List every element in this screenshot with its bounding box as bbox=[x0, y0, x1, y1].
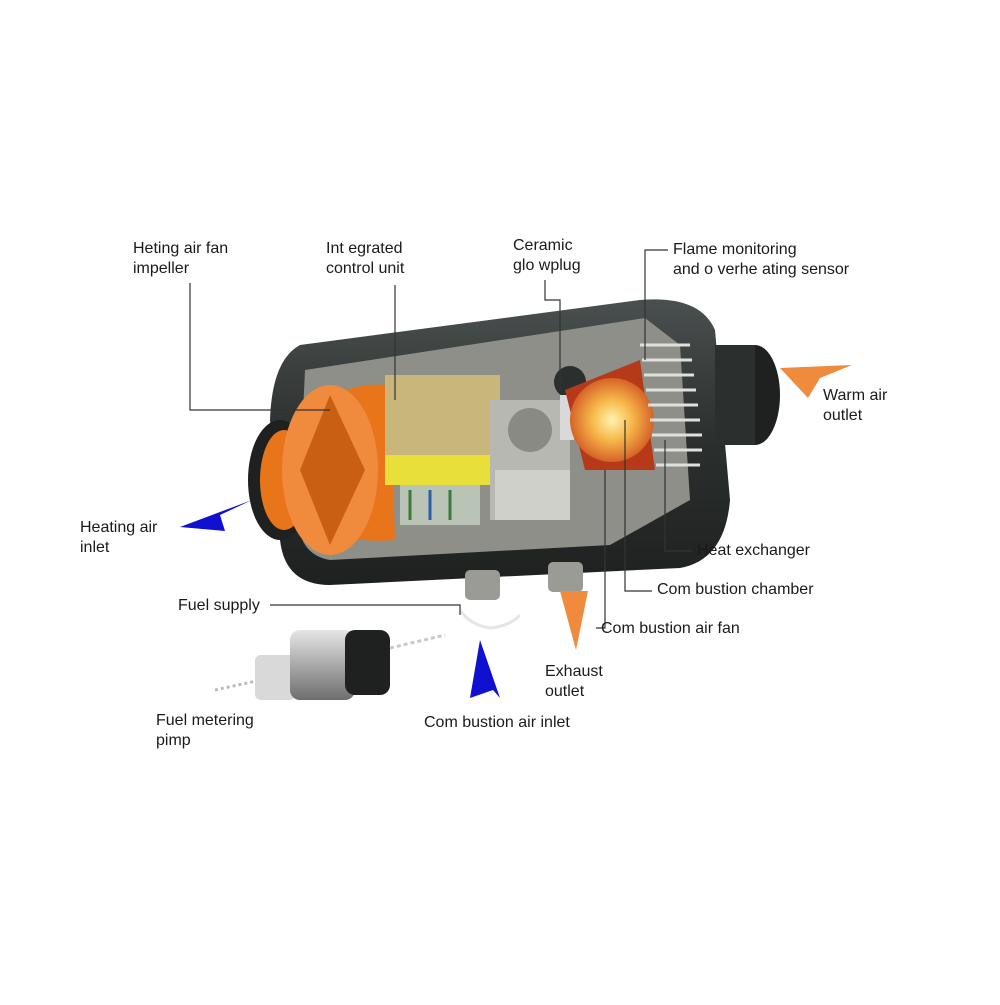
combustion-air-inlet-arrow bbox=[470, 640, 500, 698]
combustion-chamber bbox=[565, 360, 655, 470]
label-fuel-metering-pump: Fuel metering pimp bbox=[156, 712, 254, 749]
label-heating-air-inlet: Heating air inlet bbox=[80, 519, 158, 556]
combustion-air-fan bbox=[490, 400, 570, 520]
warm-air-outlet-arrow bbox=[780, 365, 852, 398]
heating-air-inlet-arrow bbox=[180, 500, 252, 531]
label-fuel-supply: Fuel supply bbox=[178, 597, 260, 614]
label-integrated-control-unit: Int egrated control unit bbox=[326, 240, 405, 277]
label-flame-monitoring-sensor: Flame monitoring and o verhe ating senso… bbox=[673, 241, 850, 278]
label-ceramic-glow-plug: Ceramic glo wplug bbox=[513, 237, 581, 274]
heat-exchanger bbox=[640, 343, 702, 467]
label-combustion-air-inlet: Com bustion air inlet bbox=[424, 714, 570, 731]
label-heating-air-fan-impeller: Heting air fan impeller bbox=[133, 240, 229, 277]
label-combustion-chamber: Com bustion chamber bbox=[657, 581, 814, 598]
label-warm-air-outlet: Warm air outlet bbox=[823, 387, 888, 424]
control-unit bbox=[385, 375, 500, 525]
fuel-line bbox=[458, 609, 522, 630]
label-exhaust-outlet: Exhaust outlet bbox=[545, 663, 603, 700]
fuel-metering-pump bbox=[214, 630, 446, 700]
leader-lines bbox=[189, 249, 692, 629]
bottom-ports bbox=[465, 562, 583, 600]
label-combustion-air-fan: Com bustion air fan bbox=[601, 620, 740, 637]
label-heat-exchanger: Heat exchanger bbox=[697, 542, 810, 559]
fan-impeller bbox=[282, 384, 395, 555]
exhaust-outlet-arrow bbox=[560, 591, 588, 650]
